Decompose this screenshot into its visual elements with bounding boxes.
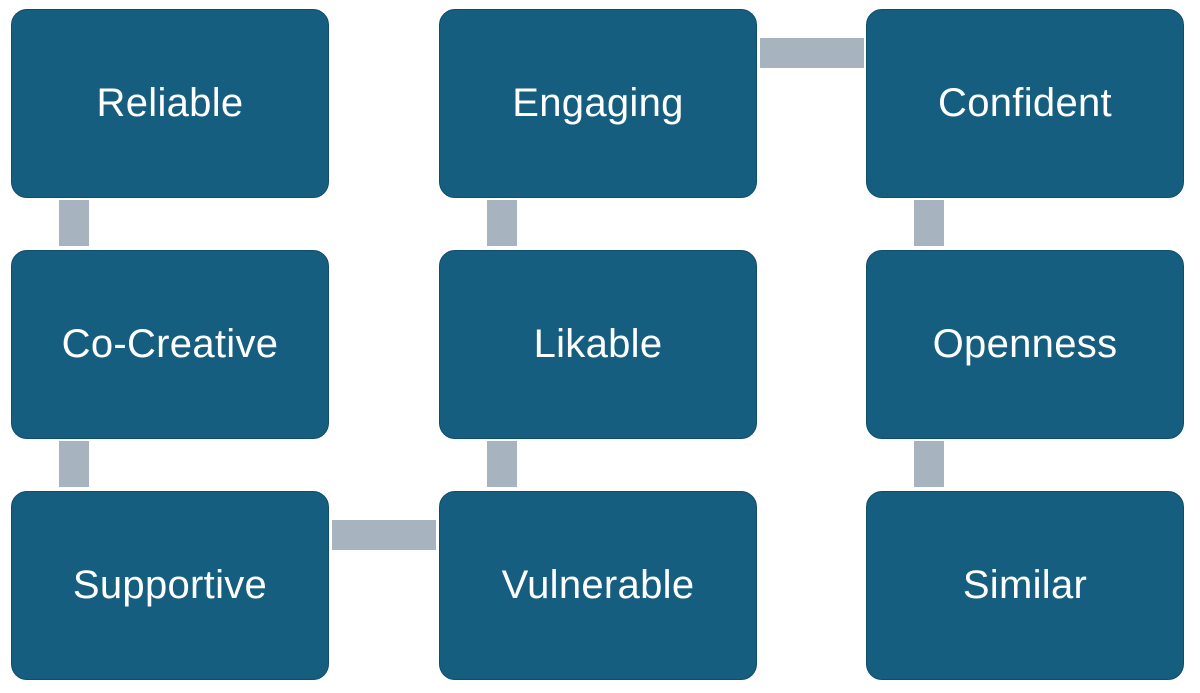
node-label: Confident (938, 81, 1112, 125)
node-label: Vulnerable (501, 563, 695, 607)
node-label: Co-Creative (61, 322, 279, 366)
node-confident: Confident (866, 9, 1184, 198)
connector-engaging-confident (760, 38, 864, 68)
connector-supportive-vulnerable (332, 520, 436, 550)
connector-openness-similar (914, 441, 944, 487)
node-supportive: Supportive (11, 491, 329, 680)
node-label: Likable (533, 322, 663, 366)
node-label: Engaging (512, 81, 684, 125)
connector-reliable-co-creative (59, 200, 89, 246)
node-engaging: Engaging (439, 9, 757, 198)
node-similar: Similar (866, 491, 1184, 680)
node-label: Similar (962, 563, 1088, 607)
connector-co-creative-supportive (59, 441, 89, 487)
node-label: Openness (932, 322, 1118, 366)
node-reliable: Reliable (11, 9, 329, 198)
connector-likable-engaging (487, 200, 517, 246)
connector-vulnerable-likable (487, 441, 517, 487)
node-label: Supportive (72, 563, 268, 607)
node-likable: Likable (439, 250, 757, 439)
node-label: Reliable (96, 81, 244, 125)
node-openness: Openness (866, 250, 1184, 439)
node-co-creative: Co-Creative (11, 250, 329, 439)
connector-confident-openness (914, 200, 944, 246)
node-vulnerable: Vulnerable (439, 491, 757, 680)
